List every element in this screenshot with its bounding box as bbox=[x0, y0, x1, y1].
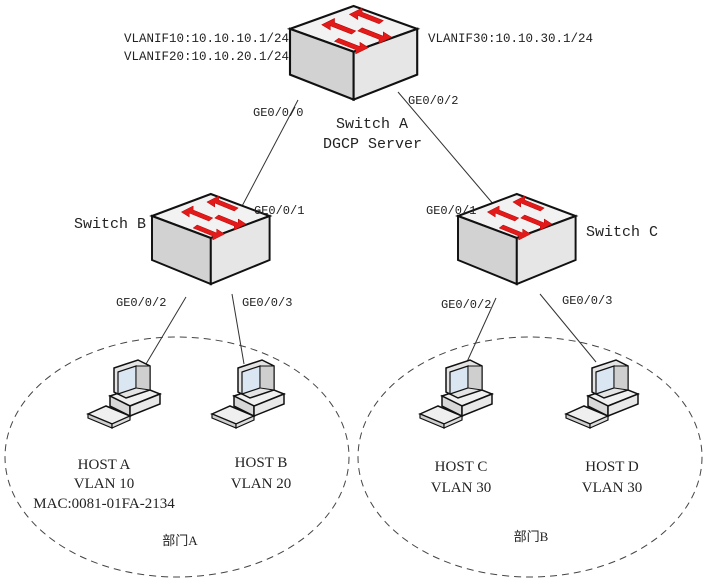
pc-icon bbox=[419, 359, 493, 429]
switch-c-name: Switch C bbox=[586, 224, 658, 241]
zone-b-label: 部门B bbox=[514, 529, 549, 544]
switch-b-uplink-port: GE0/0/1 bbox=[254, 204, 304, 218]
host-d-vlan: VLAN 30 bbox=[582, 480, 642, 496]
host-b-vlan: VLAN 20 bbox=[231, 476, 291, 492]
host-a[interactable] bbox=[87, 359, 161, 429]
host-b-name: HOST B bbox=[235, 455, 288, 471]
host-a-name: HOST A bbox=[78, 457, 131, 473]
host-a-mac: MAC:0081-01FA-2134 bbox=[33, 496, 175, 512]
host-d-name: HOST D bbox=[585, 459, 639, 475]
link-switch-a-switch-c bbox=[397, 91, 501, 213]
switch-icon bbox=[288, 4, 419, 101]
switch-icon bbox=[151, 193, 271, 285]
switch-c-uplink-port: GE0/0/1 bbox=[426, 204, 476, 218]
switch-a-role: DGCP Server bbox=[323, 136, 422, 153]
host-b[interactable] bbox=[211, 359, 285, 429]
pc-icon bbox=[565, 359, 639, 429]
pc-icon bbox=[211, 359, 285, 429]
zone-department-a bbox=[4, 336, 350, 578]
switch-b[interactable] bbox=[151, 193, 271, 285]
link-switch-b-host-a bbox=[145, 296, 187, 365]
link-switch-a-switch-b bbox=[239, 99, 299, 211]
pc-icon bbox=[87, 359, 161, 429]
vlanif20-label: VLANIF20:10.10.20.1/24 bbox=[124, 50, 289, 64]
switch-a-port-to-b: GE0/0/0 bbox=[253, 106, 303, 120]
host-c-vlan: VLAN 30 bbox=[431, 480, 491, 496]
vlanif10-label: VLANIF10:10.10.10.1/24 bbox=[124, 32, 289, 46]
link-switch-c-host-d bbox=[539, 293, 597, 363]
vlanif30-label: VLANIF30:10.10.30.1/24 bbox=[428, 32, 593, 46]
switch-a-name: Switch A bbox=[336, 116, 408, 133]
switch-c-port-host-c: GE0/0/2 bbox=[441, 298, 491, 312]
zone-department-b bbox=[357, 336, 703, 578]
zone-a-label: 部门A bbox=[162, 533, 198, 548]
host-c[interactable] bbox=[419, 359, 493, 429]
switch-c-port-host-d: GE0/0/3 bbox=[562, 294, 612, 308]
switch-b-port-host-b: GE0/0/3 bbox=[242, 296, 292, 310]
host-d[interactable] bbox=[565, 359, 639, 429]
host-c-name: HOST C bbox=[435, 459, 488, 475]
switch-b-name: Switch B bbox=[74, 216, 146, 233]
switch-a-port-to-c: GE0/0/2 bbox=[408, 94, 458, 108]
link-switch-b-host-b bbox=[231, 293, 245, 365]
host-a-vlan: VLAN 10 bbox=[74, 476, 134, 492]
switch-b-port-host-a: GE0/0/2 bbox=[116, 296, 166, 310]
link-switch-c-host-c bbox=[465, 297, 497, 365]
switch-a[interactable] bbox=[288, 4, 419, 101]
